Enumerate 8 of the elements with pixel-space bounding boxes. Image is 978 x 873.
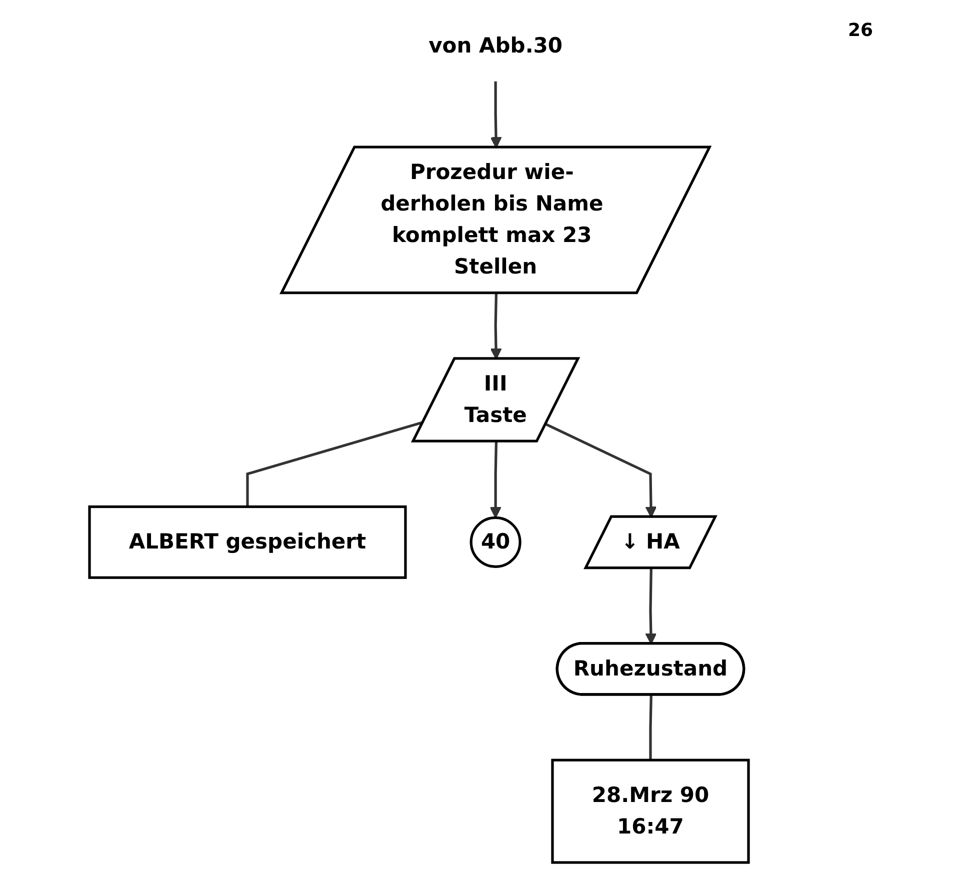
node-box: 28.Mrz 90 16:47 xyxy=(551,758,750,864)
arrow xyxy=(490,442,502,518)
node-text: von Abb.30 xyxy=(428,32,563,58)
node-box: ALBERT gespeichert xyxy=(88,505,407,579)
reference-number: 26 xyxy=(848,20,874,41)
arrow xyxy=(645,568,657,644)
node-circle: 40 xyxy=(470,516,522,568)
connector xyxy=(649,695,652,760)
